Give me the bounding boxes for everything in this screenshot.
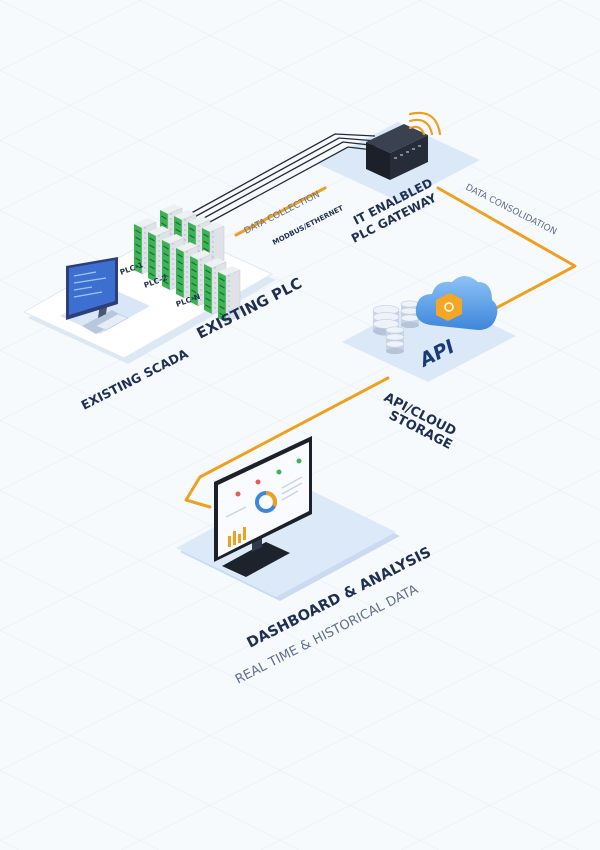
monitor-icon <box>66 257 129 334</box>
gateway-to-plc-line <box>234 186 327 237</box>
orange-connectors <box>184 186 577 509</box>
storage-to-dashboard-line <box>184 376 390 509</box>
gateway-to-cloud-line <box>436 186 577 316</box>
database-cylinder <box>385 326 405 355</box>
gateway-box-icon <box>366 124 428 180</box>
wifi-signal-icon <box>408 111 442 136</box>
database-cylinder <box>400 300 420 329</box>
cloud-icon <box>415 276 498 330</box>
server-rack <box>218 266 241 323</box>
database-cylinder <box>372 305 400 336</box>
database-icon <box>372 300 420 355</box>
server-rack-icon <box>134 204 241 323</box>
dashboard-monitor-icon <box>214 436 312 577</box>
